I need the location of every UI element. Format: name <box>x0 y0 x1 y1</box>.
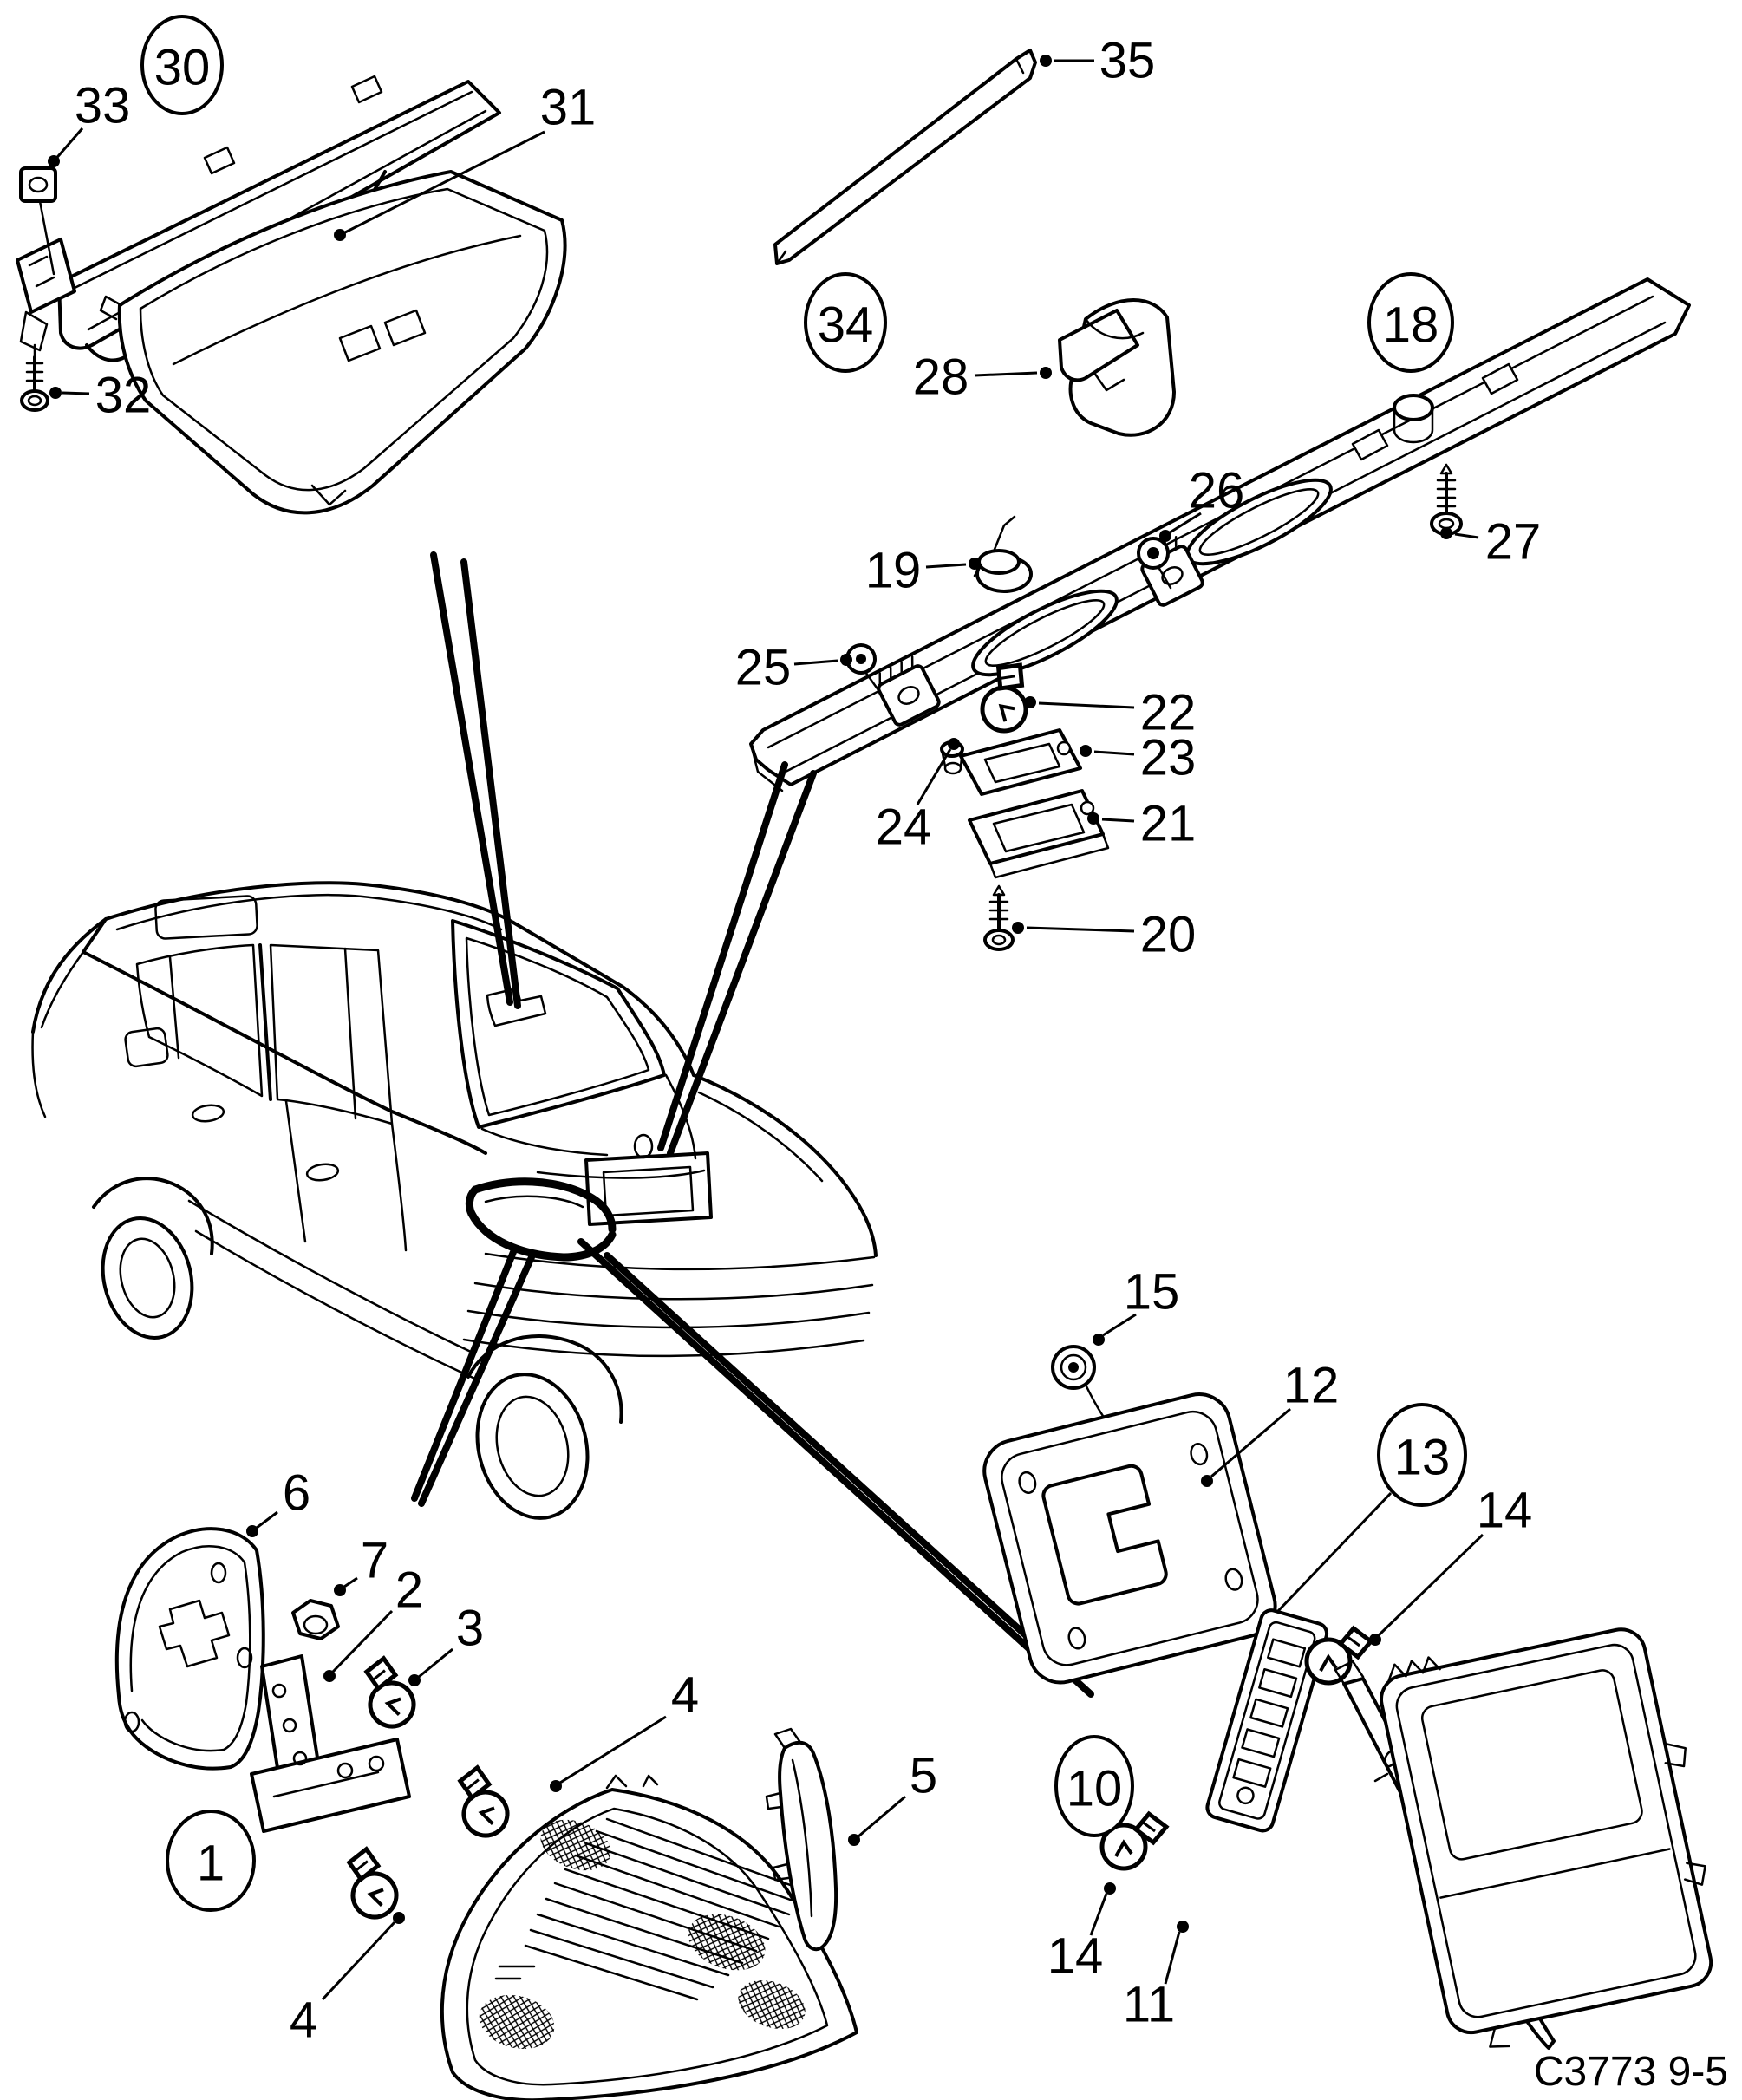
sunroof <box>154 895 258 940</box>
part-trunk-lid-light-rail <box>749 277 1691 792</box>
part-grommet-15 <box>1051 1345 1122 1441</box>
callout-14-lower: 14 <box>1047 1928 1104 1985</box>
car-rear-three-quarter-view <box>31 551 1094 1698</box>
mount-tab <box>350 75 383 104</box>
door-handle <box>305 1163 340 1182</box>
callout-19: 19 <box>865 543 922 599</box>
callout-30: 30 <box>154 40 211 96</box>
screw-boss <box>1393 394 1434 444</box>
callout-6: 6 <box>283 1465 310 1522</box>
callout-circle-1 <box>166 1810 256 1912</box>
callout-circle-34 <box>804 272 887 373</box>
part-lamp-cap-19 <box>973 515 1033 593</box>
callout-21: 21 <box>1140 796 1197 852</box>
license-plate <box>602 1165 695 1217</box>
tail-light-location <box>465 1177 617 1262</box>
rear-door-window <box>269 943 394 1125</box>
callout-35: 35 <box>1099 33 1156 89</box>
callout-circle-18 <box>1367 272 1454 373</box>
part-bulb-4-lower <box>337 1846 407 1922</box>
callout-23: 23 <box>1140 730 1197 786</box>
license-plate-recess <box>584 1151 713 1226</box>
callout-18: 18 <box>1383 297 1439 354</box>
part-bulb-3 <box>355 1655 424 1732</box>
part-license-lamp-lens-21 <box>968 789 1110 879</box>
part-grommet-26 <box>1137 537 1172 590</box>
bulb-socket-tower <box>877 655 941 727</box>
part-clip-33 <box>19 166 57 276</box>
callout-1: 1 <box>197 1836 225 1892</box>
door-handle <box>191 1104 225 1123</box>
callout-25: 25 <box>735 640 792 696</box>
callout-14-upper: 14 <box>1477 1483 1533 1539</box>
callout-10: 10 <box>1067 1761 1123 1817</box>
rear-window <box>451 919 666 1129</box>
callout-3: 3 <box>456 1601 484 1657</box>
callout-2: 2 <box>395 1562 423 1619</box>
callout-circle-13 <box>1377 1403 1467 1507</box>
callout-32: 32 <box>95 368 152 424</box>
callout-28: 28 <box>913 349 969 406</box>
part-clip-28 <box>1058 298 1176 437</box>
front-wheel <box>92 1177 214 1340</box>
part-tail-lamp-outer-1 <box>440 1774 858 2100</box>
part-bulb-holder-13 <box>1205 1608 1329 1833</box>
trunk-emblem <box>633 1133 654 1159</box>
part-trunk-lid-trim-strip <box>773 49 1037 265</box>
part-bulb-4-upper <box>448 1764 518 1841</box>
part-nut-7 <box>291 1599 340 1640</box>
callout-circle-30 <box>140 15 224 115</box>
part-bulb-holder-2 <box>250 1654 411 1833</box>
callout-7: 7 <box>361 1533 388 1589</box>
callout-4-lower: 4 <box>290 1992 317 2049</box>
part-tail-lamp-inner <box>1380 1627 1713 2048</box>
callout-22: 22 <box>1140 685 1197 741</box>
callout-24: 24 <box>876 799 932 856</box>
callout-4-upper: 4 <box>671 1667 699 1724</box>
locator-lines <box>411 551 1094 1698</box>
front-door-window <box>135 943 264 1098</box>
callouts: 33 30 31 32 35 34 28 18 26 27 19 25 <box>48 15 1542 2049</box>
side-mirror <box>124 1027 169 1068</box>
callout-5: 5 <box>910 1748 937 1804</box>
callout-15: 15 <box>1124 1264 1180 1321</box>
callout-27: 27 <box>1485 514 1542 571</box>
callout-20: 20 <box>1140 907 1197 963</box>
part-rear-shelf-cover <box>99 170 567 515</box>
third-brake-light-cutout <box>486 987 547 1027</box>
part-screw-32 <box>20 343 49 412</box>
part-lamp-trim-strip-5 <box>765 1727 838 1952</box>
mount-tab <box>203 146 236 175</box>
part-screw-27 <box>1430 463 1463 536</box>
callout-33: 33 <box>75 78 131 134</box>
part-license-lamp-gasket-23 <box>959 728 1082 796</box>
part-gasket-plate-12 <box>982 1392 1277 1685</box>
callout-circle-10 <box>1054 1735 1134 1837</box>
callout-34: 34 <box>818 297 874 354</box>
drawing-number-caption: C3773 9-5 <box>1534 2049 1728 2095</box>
part-gasket-6 <box>114 1527 265 1771</box>
callout-12: 12 <box>1283 1358 1340 1414</box>
callout-31: 31 <box>540 80 597 136</box>
end-bracket <box>16 238 76 314</box>
part-screw-20 <box>983 884 1015 951</box>
callout-11: 11 <box>1123 1977 1175 2033</box>
callout-26: 26 <box>1189 463 1245 519</box>
callout-13: 13 <box>1394 1430 1451 1486</box>
